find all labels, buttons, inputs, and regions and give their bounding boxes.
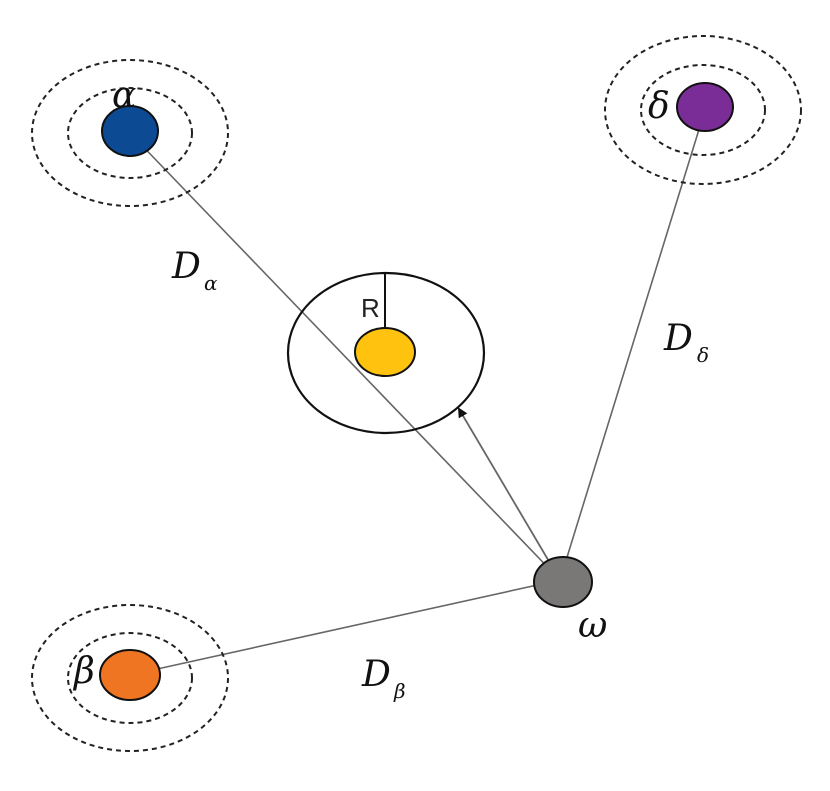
- node-omega: ω: [533, 556, 607, 646]
- line-omega-delta: [559, 109, 706, 581]
- node-delta: δ: [604, 35, 802, 185]
- delta-label: δ: [648, 86, 670, 127]
- center-dot: [354, 327, 416, 377]
- omega-dot: [533, 556, 593, 608]
- distance-delta-main: D: [663, 318, 693, 359]
- distance-label-beta: D β: [361, 654, 406, 703]
- distance-beta-sub: β: [393, 679, 406, 703]
- alpha-label: α: [112, 75, 136, 116]
- distance-beta-main: D: [361, 654, 391, 695]
- beta-dot: [99, 649, 161, 701]
- distance-delta-sub: δ: [697, 343, 709, 367]
- alpha-inner-ring: [67, 87, 193, 179]
- line-omega-alpha: [129, 132, 561, 581]
- delta-inner-ring: [640, 64, 766, 156]
- line-omega-beta: [129, 579, 561, 676]
- delta-dot: [676, 82, 734, 132]
- beta-label: β: [72, 651, 95, 692]
- node-center: R: [286, 271, 486, 435]
- distance-label-delta: D δ: [663, 318, 709, 367]
- distance-label-alpha: D α: [171, 246, 218, 295]
- beta-inner-ring: [67, 632, 193, 724]
- alpha-dot: [101, 105, 159, 157]
- distance-alpha-sub: α: [204, 271, 218, 295]
- node-alpha: α: [31, 59, 229, 207]
- beta-outer-ring: [31, 604, 229, 752]
- delta-outer-ring: [604, 35, 802, 185]
- radius-label: R: [361, 293, 380, 323]
- node-beta: β: [31, 604, 229, 752]
- arrow-to-center-circle: [457, 407, 561, 581]
- omega-label: ω: [578, 605, 607, 646]
- alpha-outer-ring: [31, 59, 229, 207]
- distance-alpha-main: D: [171, 246, 201, 287]
